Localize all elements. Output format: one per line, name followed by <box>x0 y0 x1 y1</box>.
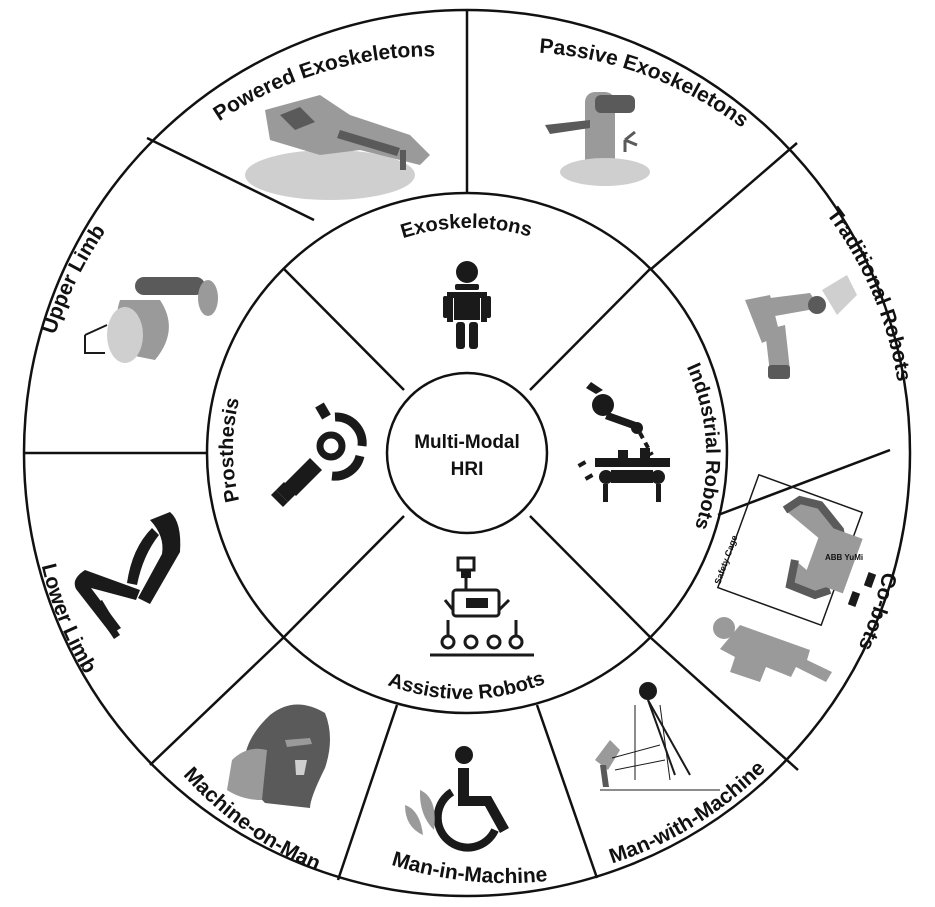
industrial-robot-arm-icon <box>577 382 670 502</box>
cobot-robot-label: ABB YuMi <box>825 553 863 562</box>
segment-label-upper-limb: Upper Limb <box>38 220 110 336</box>
exoskeleton-suit-icon <box>443 261 491 349</box>
prosthetic-arm-icon <box>271 402 367 507</box>
robot-arm-photo <box>745 275 857 379</box>
center-circle <box>385 371 549 535</box>
lower-limb-prosthesis-icon <box>74 512 181 639</box>
segment-label-man-in-machine: Man-in-Machine <box>389 848 548 889</box>
center-title-line2: HRI <box>451 459 484 480</box>
man-with-machine-diagram <box>595 682 720 791</box>
segment-label-co-bots: Co-bots <box>854 570 901 654</box>
cobot-cage-label: Safety Cage <box>712 534 739 586</box>
outer-dividers <box>24 10 891 881</box>
inner-dividers <box>282 267 652 639</box>
rover-robot-icon <box>430 556 534 657</box>
segment-label-prosthesis: Prosthesis <box>216 396 244 505</box>
cobot-safety-cage-illustration: Safety Cage ABB YuMi <box>712 473 877 682</box>
cyborg-face-image <box>227 704 330 808</box>
segment-label-exoskeletons: Exoskeletons <box>398 211 534 243</box>
wheelchair-user-icon <box>405 746 509 852</box>
center-title-line1: Multi-Modal <box>414 432 520 453</box>
powered-exoskeleton-photo <box>245 95 430 200</box>
upper-limb-device-photo <box>84 277 218 363</box>
segment-label-passive-exoskeletons: Passive Exoskeletons <box>539 35 753 132</box>
segment-label-assistive-robots: Assistive Robots <box>386 667 548 704</box>
passive-exoskeleton-photo <box>545 92 650 186</box>
